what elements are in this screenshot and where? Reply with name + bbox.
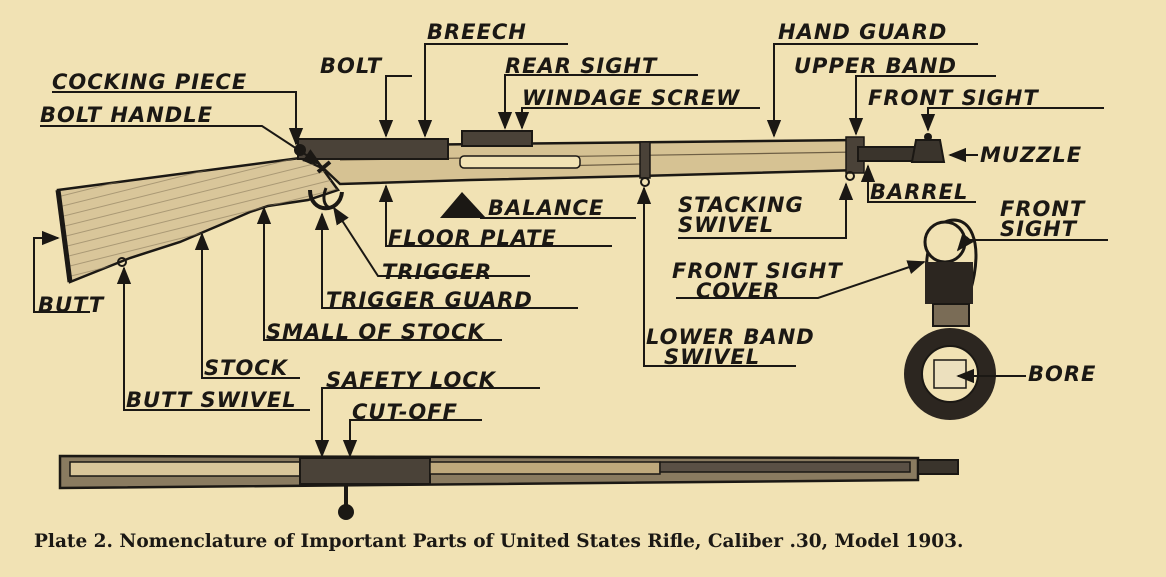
receiver-shape [297, 138, 449, 160]
label-front-sight: FRONT SIGHT [868, 86, 1039, 110]
label-balance: BALANCE [488, 196, 605, 220]
label-front-sight-cover: FRONT SIGHT COVER [672, 259, 843, 303]
label-front-sight-detail-line2: SIGHT [1000, 216, 1078, 241]
label-cut-off: CUT-OFF [352, 400, 458, 424]
label-trigger: TRIGGER [382, 260, 493, 284]
leader-lines [33, 43, 1108, 458]
barrel-shape [857, 146, 919, 162]
label-upper-band: UPPER BAND [794, 54, 957, 78]
label-hand-guard: HAND GUARD [778, 20, 948, 44]
rifle-side-view [55, 130, 946, 284]
label-butt: BUTT [38, 293, 105, 317]
label-front-sight-detail: FRONT SIGHT [1000, 197, 1086, 241]
label-cocking-piece: COCKING PIECE [52, 70, 248, 94]
rifle-top-view [58, 454, 959, 520]
label-stacking-swivel-line2: SWIVEL [678, 212, 775, 237]
label-muzzle: MUZZLE [980, 143, 1083, 167]
label-trigger-guard: TRIGGER GUARD [326, 288, 533, 312]
front-sight-shape [910, 139, 946, 163]
label-safety-lock: SAFETY LOCK [326, 368, 497, 392]
label-front-sight-cover-line2: COVER [696, 278, 781, 303]
label-stacking-swivel-line1: STACKING [678, 193, 804, 217]
label-barrel: BARREL [870, 180, 969, 204]
label-stacking-swivel: STACKING SWIVEL [678, 193, 804, 237]
trigger-shape [322, 187, 331, 210]
label-stock: STOCK [204, 356, 288, 380]
label-front-sight-cover-line1: FRONT SIGHT [672, 259, 843, 283]
label-bore: BORE [1028, 362, 1097, 386]
label-bolt: BOLT [320, 54, 383, 78]
label-lower-band-swivel-line1: LOWER BAND [646, 325, 815, 349]
rear-sight-shape [461, 130, 533, 147]
label-lower-band-swivel-line2: SWIVEL [664, 344, 761, 369]
label-windage-screw: WINDAGE SCREW [522, 86, 741, 110]
plate-caption: Plate 2. Nomenclature of Important Parts… [34, 531, 964, 552]
balance-triangle [440, 192, 486, 218]
label-floor-plate: FLOOR PLATE [388, 226, 557, 250]
label-butt-swivel: BUTT SWIVEL [126, 388, 297, 412]
label-lower-band-swivel: LOWER BAND SWIVEL [646, 325, 815, 369]
label-front-sight-detail-line1: FRONT [1000, 197, 1086, 221]
label-breech: BREECH [427, 20, 527, 44]
label-bolt-handle: BOLT HANDLE [40, 103, 213, 127]
front-sight-detail-view [904, 218, 996, 420]
trigger-guard-shape [308, 189, 344, 211]
label-small-of-stock: SMALL OF STOCK [266, 320, 485, 344]
label-rear-sight: REAR SIGHT [505, 54, 658, 78]
